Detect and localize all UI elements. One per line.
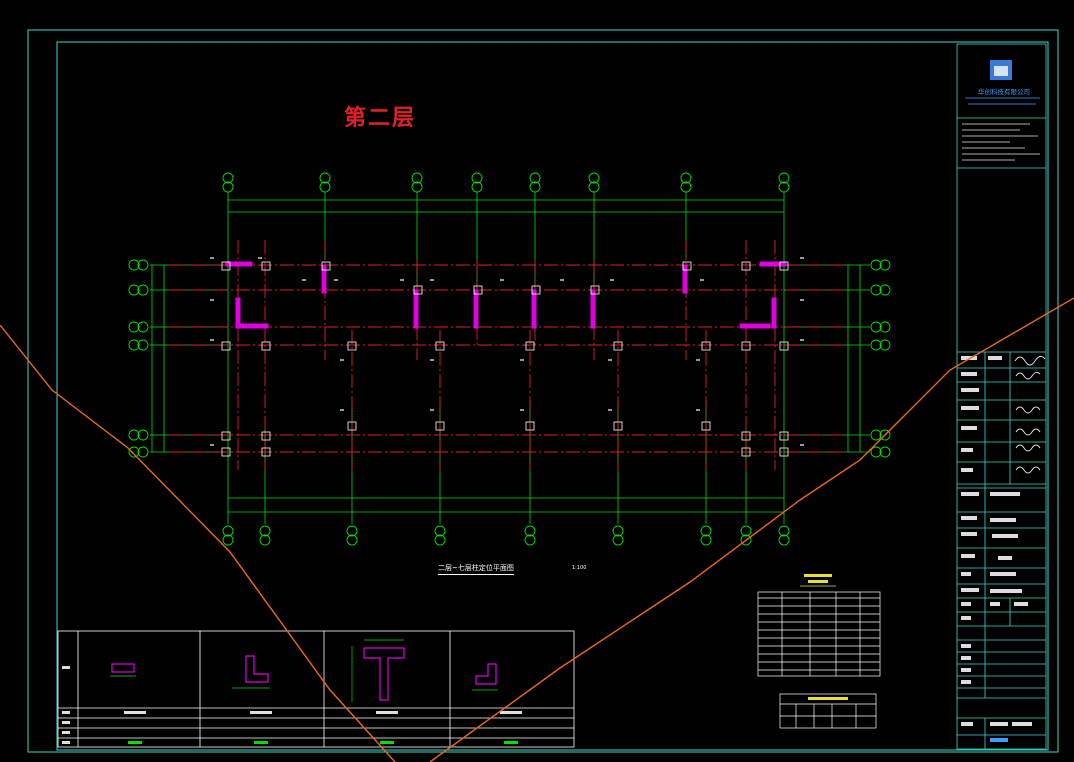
logo-mark: [994, 66, 1008, 76]
material-table: [779, 693, 877, 729]
title-block: [956, 43, 1047, 750]
plan-title: 二层~七层柱定位平面图: [438, 563, 514, 575]
dimension-ticks: [210, 257, 804, 446]
title-block-notes: [962, 123, 1040, 161]
outer-border: [27, 29, 1059, 753]
axis-bubbles-sides: [128, 259, 891, 458]
columns: [225, 261, 787, 329]
column-schedule-table: [57, 630, 575, 748]
dimension-lines: [151, 199, 861, 513]
floor-height-table-title: [800, 574, 836, 587]
plan-scale: 1:100: [572, 565, 587, 571]
floor-height-table: [757, 591, 881, 677]
section-dimensions: [110, 639, 498, 702]
axis-bubbles-top: [222, 172, 790, 193]
axis-lines: [150, 192, 870, 524]
axis-bubbles-bottom: [222, 525, 790, 546]
markup-curves: [0, 297, 1074, 762]
signatures: [1014, 356, 1046, 474]
drawing-title: 第二层: [344, 105, 417, 131]
column-sections: [221, 261, 789, 457]
title-block-blue-lines: [965, 97, 1040, 105]
column-section-sketches: [111, 647, 497, 701]
section-table-marks: [62, 666, 522, 744]
company-name: 华创科技有限公司: [978, 88, 1030, 96]
beam-lines: [170, 240, 845, 470]
title-block-text-marks: [961, 356, 1032, 742]
material-table-title-mark: [808, 697, 848, 700]
inner-border: [56, 41, 1049, 751]
